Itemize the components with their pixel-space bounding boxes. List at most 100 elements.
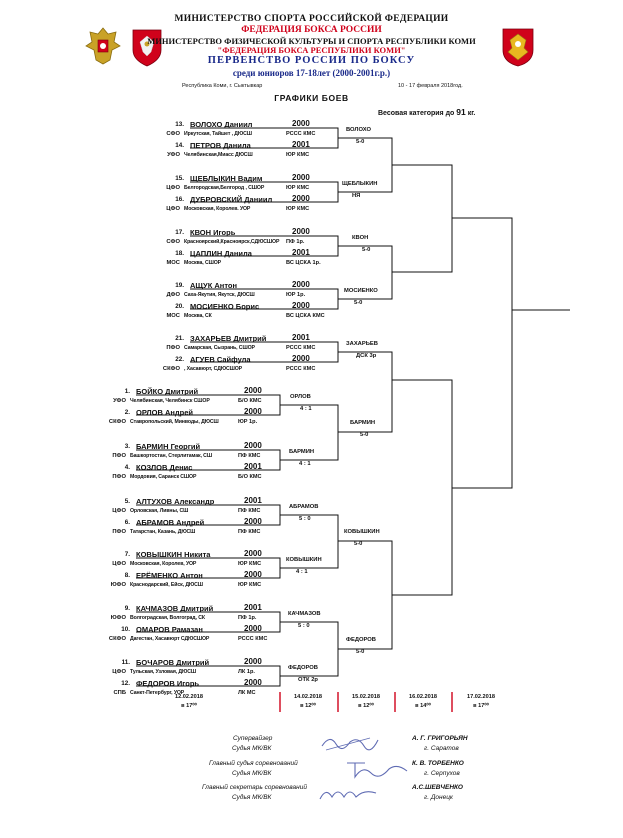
boxer-region: МОС: [166, 260, 180, 266]
boxer-year: 2000: [292, 227, 310, 236]
header-ministry-komi: МИНИСТЕРСТВО ФИЗИЧЕСКОЙ КУЛЬТУРЫ И СПОРТ…: [147, 36, 476, 46]
boxer-name: КОЗЛОВ Денис: [136, 463, 193, 472]
boxer-club: Тульская, Узловая, ДЮСШ: [130, 669, 196, 675]
boxer-year: 2001: [244, 603, 262, 612]
boxer-rank: ЮР КМС: [238, 561, 262, 567]
official-role: Супервайзер: [233, 735, 273, 742]
boxer-name: АЛТУХОВ Александр: [136, 497, 215, 506]
bout-score: 4 : 1: [300, 406, 312, 412]
boxer-number: 17.: [175, 229, 184, 236]
boxer-rank: ЮР КМС: [286, 152, 310, 158]
boxer-rank: ПФ КМС: [238, 453, 261, 459]
official-city: г. Донецк: [424, 794, 453, 801]
boxer-year: 2000: [244, 386, 262, 395]
boxer-year: 2001: [244, 462, 262, 471]
boxer-year: 2001: [244, 496, 262, 505]
boxer-year: 2000: [292, 119, 310, 128]
bout-score: 5-0: [360, 432, 369, 438]
boxer-number: 3.: [124, 443, 130, 450]
boxer-region: ДФО: [166, 292, 180, 298]
bout-winner: ФЕДОРОВ: [288, 665, 318, 671]
boxer-rank: РССС КМС: [286, 131, 316, 137]
boxer-name: МОСИЕНКО Борис: [190, 302, 260, 311]
boxer-name: ЗАХАРЬЕВ Дмитрий: [190, 334, 267, 343]
boxer-number: 20.: [175, 303, 184, 310]
boxer-rank: ПФ 1р.: [286, 239, 305, 245]
signature-scribble-3: [318, 783, 378, 807]
boxer-name: ПЕТРОВ Данила: [190, 141, 251, 150]
boxer-name: ЦАПЛИН Данила: [190, 249, 252, 258]
boxer-rank: ПФ 1р.: [238, 615, 257, 621]
boxer-number: 12.: [121, 680, 130, 687]
boxer-club: Башкортостан, Стерлитамак, СШ: [130, 453, 212, 459]
boxer-year: 2000: [244, 624, 262, 633]
boxer-year: 2000: [244, 570, 262, 579]
boxer-year: 2000: [244, 549, 262, 558]
boxer-name: БОЙКО Дмитрий: [136, 387, 199, 396]
boxer-number: 14.: [175, 142, 184, 149]
bout-winner: ФЕДОРОВ: [346, 637, 376, 643]
boxer-rank: ПФ КМС: [238, 529, 261, 535]
bout-score: 5-0: [354, 300, 363, 306]
boxer-club: Краснодарский, Ейск, ДЮСШ: [130, 582, 203, 588]
bout-winner: ОРЛОВ: [290, 394, 311, 400]
weight-category: Весовая категория до 91 кг.: [378, 107, 475, 117]
schedule-time: в 17⁰⁰: [181, 703, 197, 709]
boxer-club: Орловская, Ливны, СШ: [130, 508, 189, 514]
boxer-year: 2000: [244, 517, 262, 526]
boxer-year: 2000: [292, 194, 310, 203]
bout-winner: ЗАХАРЬЕВ: [346, 341, 378, 347]
boxer-club: Московская, Королев, УОР: [130, 561, 197, 567]
boxer-rank: РССС КМС: [286, 366, 316, 372]
official-city: г. Саратов: [424, 745, 459, 752]
boxer-name: КВОН Игорь: [190, 228, 236, 237]
bout-winner: КВОН: [352, 235, 369, 241]
official-name: А.С.ШЕВЧЕНКО: [412, 784, 463, 791]
page-title: ГРАФИКИ БОЕВ: [274, 93, 349, 103]
boxer-club: Мордовия, Саранск СШОР: [130, 474, 197, 480]
boxer-club: Волгоградская, Волгоград, СК: [130, 615, 205, 621]
signature-scribble-2: [345, 757, 415, 783]
boxer-name: ЕРЁМЕНКО Антон: [136, 571, 203, 580]
official-category: Судья МК/ВК: [232, 770, 272, 777]
boxer-number: 22.: [175, 356, 184, 363]
bout-score: 4 : 1: [296, 569, 308, 575]
boxer-region: МОС: [166, 313, 180, 319]
boxer-rank: ПФ КМС: [238, 508, 261, 514]
official-role: Главный секретарь соревнований: [202, 784, 307, 791]
boxer-number: 8.: [124, 572, 130, 579]
boxer-name: ОМАРОВ Рамазан: [136, 625, 203, 634]
bout-winner: КАЧМАЗОВ: [288, 611, 321, 617]
boxer-year: 2000: [292, 301, 310, 310]
boxer-rank: ЮР 1р.: [286, 292, 306, 298]
boxer-region: ПФО: [112, 453, 126, 459]
boxer-number: 13.: [175, 121, 184, 128]
boxer-year: 2000: [292, 280, 310, 289]
boxer-year: 2001: [292, 248, 310, 257]
boxer-club: Москва, СШОР: [184, 260, 222, 266]
boxer-number: 9.: [124, 605, 130, 612]
boxer-name: БАРМИН Георгий: [136, 442, 201, 451]
boxer-region: ЦФО: [112, 508, 126, 514]
boxer-name: АЩУК Антон: [190, 281, 238, 290]
schedule-date: 17.02.2018: [467, 694, 495, 700]
bout-winner: МОСИЕНКО: [344, 288, 378, 294]
official-name: А. Г. ГРИГОРЬЯН: [412, 735, 468, 742]
weight-value: 91: [456, 107, 466, 117]
boxer-number: 7.: [124, 551, 130, 558]
boxer-rank: РССС КМС: [238, 636, 268, 642]
boxer-region: ПФО: [112, 529, 126, 535]
header-age-group: среди юниоров 17-18лет (2000-2001г.р.): [232, 68, 391, 78]
boxer-year: 2000: [244, 678, 262, 687]
event-dates: 10 - 17 февраля 2018год.: [398, 83, 463, 89]
boxer-rank: ЮР 1р.: [238, 419, 258, 425]
schedule-date: 15.02.2018: [352, 694, 380, 700]
boxer-year: 2001: [292, 333, 310, 342]
boxer-region: ЦФО: [166, 206, 180, 212]
boxer-club: , Хасавюрт, СДЮСШОР: [184, 366, 243, 372]
bout-score: 5-0: [362, 247, 371, 253]
boxer-number: 21.: [175, 335, 184, 342]
schedule-date: 16.02.2018: [409, 694, 437, 700]
official-name: К. В. ТОРБЕНКО: [412, 760, 464, 767]
boxer-name: КАЧМАЗОВ Дмитрий: [136, 604, 214, 613]
